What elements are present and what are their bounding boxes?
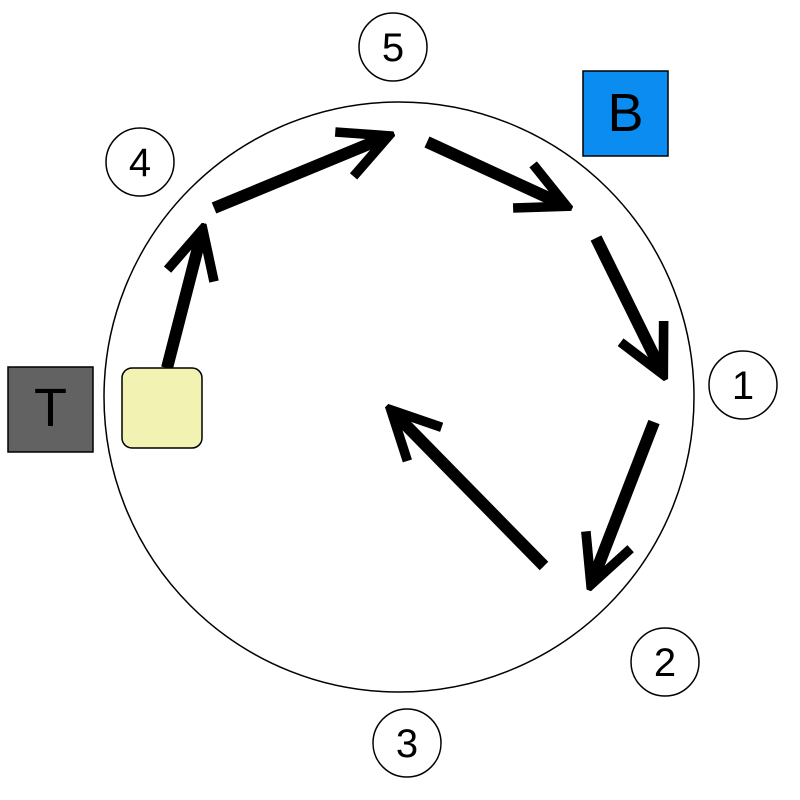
node-3: 3 <box>372 708 442 778</box>
node-5-label: 5 <box>382 26 404 70</box>
node-3-circle <box>372 708 442 778</box>
node-1-circle <box>708 350 778 420</box>
node-2: 2 <box>630 627 700 697</box>
b-box-rect <box>582 70 669 157</box>
node-5: 5 <box>358 12 428 82</box>
arrow-upright-to-node-1 <box>590 235 662 372</box>
node-2-label: 2 <box>654 641 676 685</box>
node-2-circle <box>630 627 700 697</box>
node-1: 1 <box>708 350 778 420</box>
arrow-start-to-upleft <box>161 232 202 370</box>
start-square <box>121 367 203 449</box>
b-box: B <box>582 70 669 157</box>
arrow-node-1-to-node-2 <box>592 419 660 582</box>
node-4-circle <box>105 127 175 197</box>
arrow-top-to-upright <box>424 136 564 205</box>
node-3-label: 3 <box>396 722 418 766</box>
t-box-rect <box>7 366 94 453</box>
t-box: T <box>7 366 94 453</box>
node-4-label: 4 <box>129 141 151 185</box>
node-1-label: 1 <box>732 364 754 408</box>
main-ring <box>103 101 695 693</box>
b-box-label: B <box>607 83 643 143</box>
node-5-circle <box>358 12 428 82</box>
t-box-label: T <box>34 378 67 438</box>
arrow-upleft-to-top <box>211 137 386 214</box>
cycle-arrows <box>161 136 662 582</box>
arrow-node-2-to-center <box>393 412 549 571</box>
node-4: 4 <box>105 127 175 197</box>
